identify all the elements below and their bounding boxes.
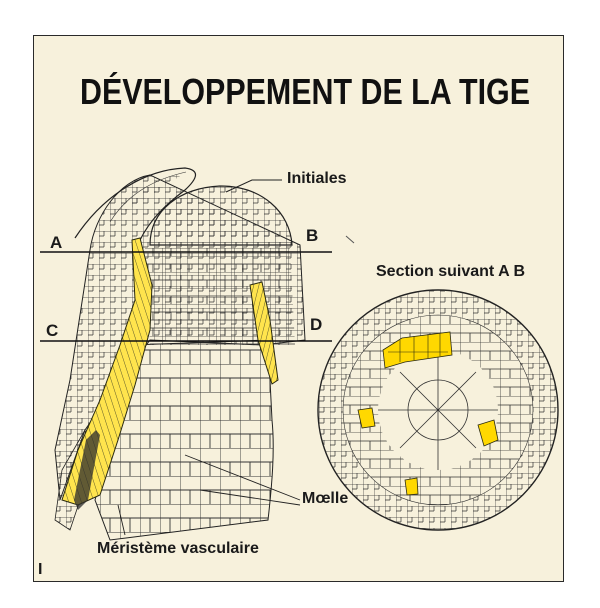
longitudinal-section	[55, 168, 305, 540]
label-moelle: Mœlle	[302, 490, 348, 507]
label-b: B	[306, 226, 318, 245]
label-a: A	[50, 233, 62, 252]
diagram-title: DÉVELOPPEMENT DE LA TIGE	[80, 71, 530, 112]
label-initiales: Initiales	[287, 170, 347, 187]
figure-number: I	[38, 561, 42, 578]
label-section: Section suivant A B	[376, 263, 525, 280]
label-d: D	[310, 315, 322, 334]
cross-section	[318, 290, 558, 530]
label-meristeme: Méristème vasculaire	[97, 540, 259, 557]
label-c: C	[46, 321, 58, 340]
